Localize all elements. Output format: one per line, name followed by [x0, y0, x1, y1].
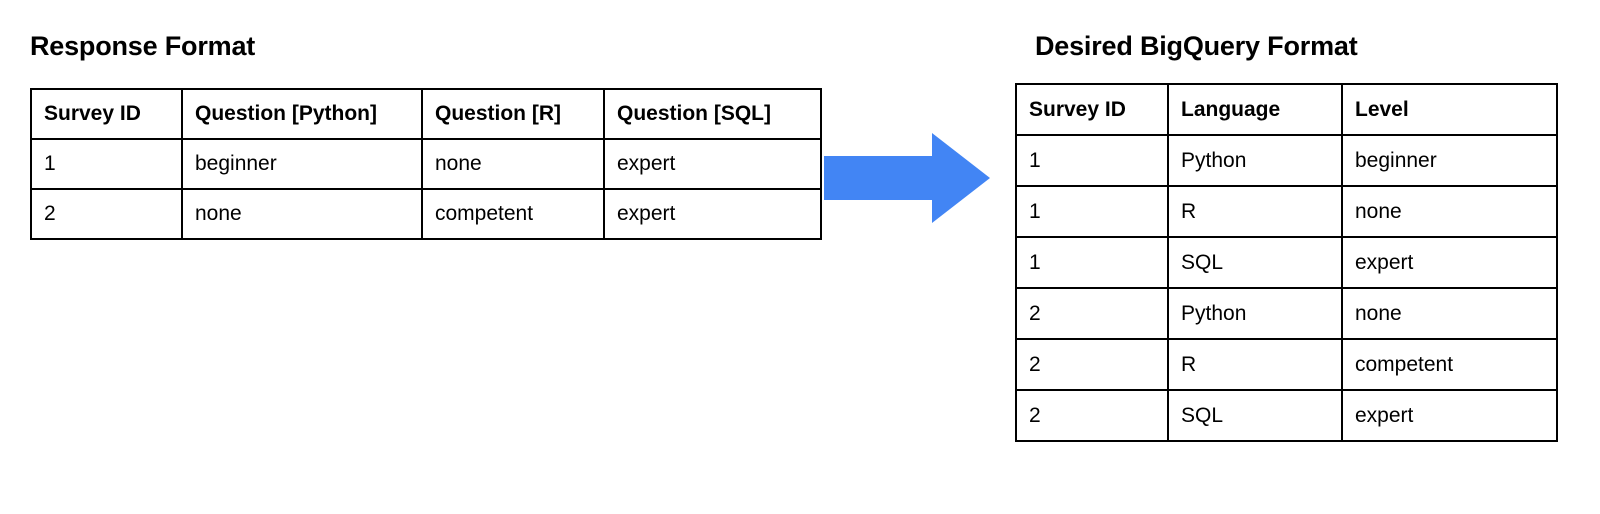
cell-survey-id: 1 [1015, 134, 1169, 187]
cell-question-sql: expert [603, 138, 822, 190]
cell-language: R [1167, 185, 1343, 238]
table-row: 1 Python beginner [1015, 134, 1558, 187]
cell-level: beginner [1341, 134, 1558, 187]
column-header-question-sql: Question [SQL] [603, 88, 822, 140]
table-header-row: Survey ID Question [Python] Question [R]… [30, 88, 822, 140]
cell-survey-id: 2 [1015, 389, 1169, 442]
cell-survey-id: 1 [30, 138, 183, 190]
cell-survey-id: 1 [1015, 236, 1169, 289]
column-header-question-r: Question [R] [421, 88, 605, 140]
cell-question-r: none [421, 138, 605, 190]
table-row: 2 Python none [1015, 287, 1558, 340]
response-format-panel: Response Format Survey ID Question [Pyth… [30, 30, 822, 240]
cell-language: Python [1167, 134, 1343, 187]
cell-level: competent [1341, 338, 1558, 391]
column-header-level: Level [1341, 83, 1558, 136]
cell-question-r: competent [421, 188, 605, 240]
desired-bigquery-format-panel: Desired BigQuery Format Survey ID Langua… [1015, 30, 1558, 442]
table-row: 1 beginner none expert [30, 138, 822, 190]
table-row: 1 R none [1015, 185, 1558, 238]
cell-level: expert [1341, 389, 1558, 442]
desired-bigquery-format-table: Survey ID Language Level 1 Python beginn… [1015, 83, 1558, 442]
cell-language: SQL [1167, 389, 1343, 442]
table-row: 2 R competent [1015, 338, 1558, 391]
cell-survey-id: 1 [1015, 185, 1169, 238]
response-format-title: Response Format [30, 31, 256, 61]
cell-question-python: none [181, 188, 423, 240]
table-row: 2 SQL expert [1015, 389, 1558, 442]
table-row: 1 SQL expert [1015, 236, 1558, 289]
cell-level: none [1341, 185, 1558, 238]
cell-question-python: beginner [181, 138, 423, 190]
desired-bigquery-format-title: Desired BigQuery Format [1035, 31, 1358, 61]
cell-language: SQL [1167, 236, 1343, 289]
table-row: 2 none competent expert [30, 188, 822, 240]
cell-level: expert [1341, 236, 1558, 289]
column-header-question-python: Question [Python] [181, 88, 423, 140]
table-header-row: Survey ID Language Level [1015, 83, 1558, 136]
cell-survey-id: 2 [30, 188, 183, 240]
cell-question-sql: expert [603, 188, 822, 240]
cell-survey-id: 2 [1015, 287, 1169, 340]
column-header-survey-id: Survey ID [1015, 83, 1169, 136]
column-header-survey-id: Survey ID [30, 88, 183, 140]
column-header-language: Language [1167, 83, 1343, 136]
response-format-table: Survey ID Question [Python] Question [R]… [30, 88, 822, 240]
cell-level: none [1341, 287, 1558, 340]
cell-language: R [1167, 338, 1343, 391]
cell-survey-id: 2 [1015, 338, 1169, 391]
cell-language: Python [1167, 287, 1343, 340]
arrow-polygon [824, 133, 990, 223]
right-arrow-icon [824, 133, 990, 223]
